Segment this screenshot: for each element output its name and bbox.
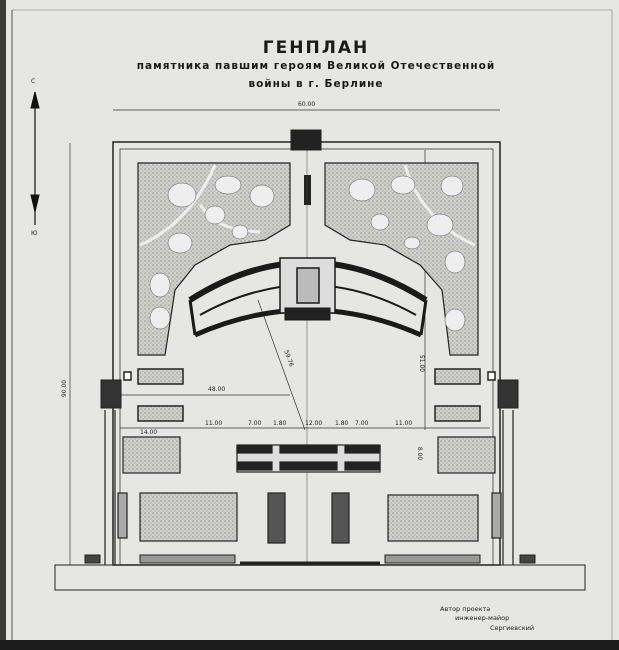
garden-right <box>324 162 479 356</box>
dim-segment: 12.00 <box>305 420 323 427</box>
garden-left <box>137 162 291 356</box>
dim-overall-width: 60.00 <box>298 101 316 108</box>
south-label: Ю <box>31 230 38 237</box>
lower-section <box>104 410 514 565</box>
amphitheater <box>188 257 428 338</box>
dim-segment: 7.00 <box>248 420 262 427</box>
author-name: Сергиевский <box>490 624 535 632</box>
dim-right-height: 51.00 <box>418 354 426 373</box>
dim-segment: 7.00 <box>355 420 369 427</box>
left-edge <box>0 0 6 650</box>
dimension-lines <box>69 109 500 565</box>
dim-segment: 1.80 <box>335 420 349 427</box>
plan-title: ГЕНПЛАН <box>262 38 370 58</box>
dim-segment: 11.00 <box>395 420 413 427</box>
dim-lower-left: 14.00 <box>140 429 158 436</box>
central-pylon <box>304 175 311 205</box>
dim-half-width: 48.00 <box>208 386 226 393</box>
pavilions <box>123 368 496 422</box>
author-line2: инженер-майор <box>455 614 510 622</box>
dim-overall-height: 90.00 <box>61 379 69 398</box>
plan-subtitle-line2: войны в г. Берлине <box>248 78 384 90</box>
dim-lower-right: 8.00 <box>416 446 424 461</box>
north-arrow-icon <box>30 91 40 225</box>
plan-subtitle-line1: памятника павшим героям Великой Отечеств… <box>136 60 496 72</box>
bottom-edge <box>0 640 619 650</box>
dim-segment: 11.00 <box>205 420 223 427</box>
street <box>54 554 586 591</box>
author-line1: Автор проекта <box>440 605 491 613</box>
north-label: С <box>31 78 36 85</box>
dim-segment: 1.80 <box>273 420 287 427</box>
